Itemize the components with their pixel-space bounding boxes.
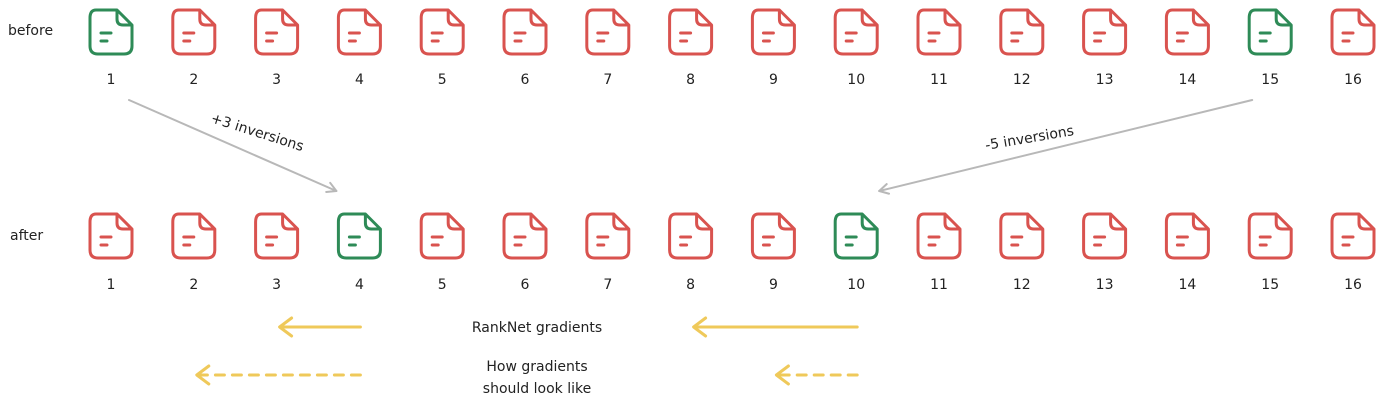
irrelevant-document-icon <box>336 8 382 56</box>
legend-ranknet-label: RankNet gradients <box>472 320 602 336</box>
irrelevant-document-icon <box>254 212 300 260</box>
irrelevant-document-icon <box>585 212 631 260</box>
position-number: 2 <box>189 72 198 88</box>
irrelevant-document-icon <box>419 8 465 56</box>
irrelevant-document-icon <box>916 212 962 260</box>
irrelevant-document-icon <box>999 8 1045 56</box>
position-number: 11 <box>930 72 948 88</box>
position-number: 4 <box>355 72 364 88</box>
relevant-document-icon <box>833 212 879 260</box>
position-number: 16 <box>1344 72 1362 88</box>
irrelevant-document-icon <box>171 8 217 56</box>
irrelevant-document-icon <box>1164 8 1210 56</box>
position-number: 6 <box>521 72 530 88</box>
move-arrow-2 <box>878 99 1254 195</box>
irrelevant-document-icon <box>419 212 465 260</box>
position-number: 15 <box>1261 277 1279 293</box>
position-number: 1 <box>107 277 116 293</box>
position-number: 3 <box>272 72 281 88</box>
move-label-down: -5 inversions <box>984 123 1075 154</box>
position-number: 12 <box>1013 72 1031 88</box>
irrelevant-document-icon <box>502 8 548 56</box>
irrelevant-document-icon <box>833 8 879 56</box>
irrelevant-document-icon <box>1082 8 1128 56</box>
relevant-document-icon <box>336 212 382 260</box>
position-number: 6 <box>521 277 530 293</box>
irrelevant-document-icon <box>1082 212 1128 260</box>
ranknet-gradient-arrow-1 <box>278 316 362 338</box>
irrelevant-document-icon <box>254 8 300 56</box>
ranknet-gradient-arrow-2 <box>692 316 859 338</box>
irrelevant-document-icon <box>502 212 548 260</box>
relevant-document-icon <box>1247 8 1293 56</box>
legend-ideal-label-line2: should look like <box>483 381 591 397</box>
legend-ideal-label-line1: How gradients <box>486 359 587 375</box>
position-number: 9 <box>769 72 778 88</box>
irrelevant-document-icon <box>668 8 714 56</box>
position-number: 7 <box>603 72 612 88</box>
irrelevant-document-icon <box>1164 212 1210 260</box>
position-number: 14 <box>1178 72 1196 88</box>
move-arrows <box>128 99 1254 195</box>
irrelevant-document-icon <box>999 212 1045 260</box>
position-number: 11 <box>930 277 948 293</box>
position-number: 5 <box>438 277 447 293</box>
irrelevant-document-icon <box>1247 212 1293 260</box>
irrelevant-document-icon <box>1330 8 1376 56</box>
irrelevant-document-icon <box>750 8 796 56</box>
position-number: 1 <box>107 72 116 88</box>
irrelevant-document-icon <box>88 212 134 260</box>
row-label-before: before <box>8 23 53 39</box>
position-number: 14 <box>1178 277 1196 293</box>
ideal-gradient-arrow-1 <box>195 364 362 386</box>
irrelevant-document-icon <box>171 212 217 260</box>
relevant-document-icon <box>88 8 134 56</box>
position-number: 3 <box>272 277 281 293</box>
position-number: 2 <box>189 277 198 293</box>
irrelevant-document-icon <box>750 212 796 260</box>
move-arrow-1 <box>128 99 338 193</box>
position-number: 16 <box>1344 277 1362 293</box>
move-label-up: +3 inversions <box>209 111 306 155</box>
position-number: 7 <box>603 277 612 293</box>
position-number: 8 <box>686 72 695 88</box>
position-number: 10 <box>847 277 865 293</box>
position-number: 10 <box>847 72 865 88</box>
position-number: 4 <box>355 277 364 293</box>
row-label-after: after <box>10 228 43 244</box>
irrelevant-document-icon <box>1330 212 1376 260</box>
position-number: 15 <box>1261 72 1279 88</box>
position-number: 12 <box>1013 277 1031 293</box>
position-number: 13 <box>1096 72 1114 88</box>
position-number: 13 <box>1096 277 1114 293</box>
position-number: 9 <box>769 277 778 293</box>
irrelevant-document-icon <box>916 8 962 56</box>
position-number: 8 <box>686 277 695 293</box>
position-number: 5 <box>438 72 447 88</box>
ideal-gradient-arrow-2 <box>774 364 859 386</box>
gradient-arrows <box>195 316 859 386</box>
irrelevant-document-icon <box>585 8 631 56</box>
irrelevant-document-icon <box>668 212 714 260</box>
